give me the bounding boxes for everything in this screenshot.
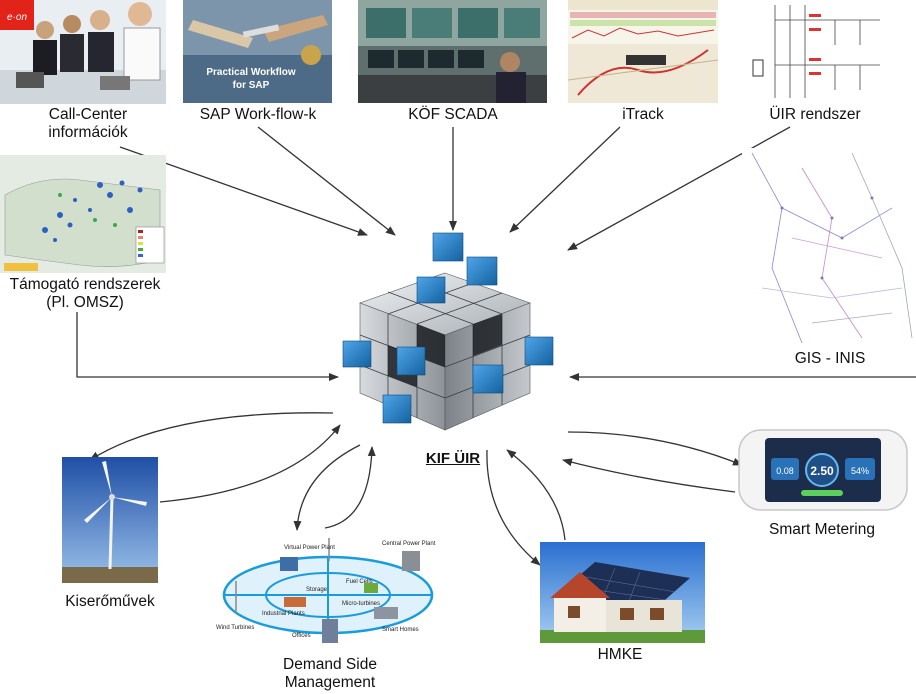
svg-text:Central Power Plant: Central Power Plant <box>382 541 436 547</box>
svg-text:Virtual Power Plant: Virtual Power Plant <box>284 545 335 551</box>
gis-network-map <box>742 148 916 348</box>
svg-text:Wind Turbines: Wind Turbines <box>216 625 254 631</box>
itrack-screenshot <box>568 0 718 103</box>
wind-turbine-photo <box>62 457 158 583</box>
dsm-label: Demand Side Management <box>250 656 410 692</box>
kiseromuvek-label: Kiserőművek <box>65 593 155 610</box>
call-center-line1: Call-Center <box>48 106 128 123</box>
arrow-to-smart <box>567 431 743 466</box>
arrow-to-dsm <box>293 444 361 531</box>
kif-uir-label: KIF ÜIR <box>425 450 481 467</box>
svg-text:Practical Workflow: Practical Workflow <box>206 67 296 78</box>
call-center-line2: információk <box>48 124 128 141</box>
gis-label: GIS - INIS <box>794 350 866 367</box>
call-center-label: Call-Center információk <box>0 106 176 142</box>
hmke-label: HMKE <box>597 646 643 663</box>
arrow-from-dsm <box>324 446 376 529</box>
itrack-label: iTrack <box>622 106 664 123</box>
svg-text:Smart Homes: Smart Homes <box>382 627 419 633</box>
tamogato-line2: (Pl. OMSZ) <box>46 294 124 311</box>
dsm-line1: Demand Side <box>283 656 377 673</box>
uir-schematic <box>745 0 885 103</box>
svg-text:0.08: 0.08 <box>776 466 794 476</box>
sap-book-photo: Practical Workflow for SAP <box>183 0 332 103</box>
dsm-diagram: Virtual Power Plant Central Power Plant … <box>214 533 442 650</box>
svg-text:54%: 54% <box>851 466 869 476</box>
svg-text:Micro-turbines: Micro-turbines <box>342 601 380 607</box>
tamogato-line1: Támogató rendszerek <box>9 276 161 293</box>
tamogato-label: Támogató rendszerek (Pl. OMSZ) <box>0 276 170 312</box>
smart-meter-device: 0.08 2.50 54% <box>737 428 909 512</box>
arrow-uir <box>567 126 791 251</box>
svg-text:Fuel Cells: Fuel Cells <box>346 579 373 585</box>
arrow-from-smart <box>562 458 736 493</box>
call-center-photo: e·on <box>0 0 166 104</box>
kof-scada-label: KÖF SCADA <box>408 106 498 123</box>
svg-text:e·on: e·on <box>7 12 27 23</box>
arrow-to-hmke <box>486 449 541 566</box>
arrow-itrack <box>509 126 621 233</box>
scada-room-photo <box>358 0 547 103</box>
solar-house-photo <box>540 542 705 643</box>
arrow-tamogato <box>76 312 339 381</box>
svg-text:Offices: Offices <box>292 633 311 639</box>
uir-label: ÜIR rendszer <box>769 106 861 123</box>
arrow-sap <box>257 126 396 236</box>
dsm-line2: Management <box>284 674 376 691</box>
svg-text:Storage: Storage <box>306 587 328 593</box>
arrow-from-wind <box>159 424 341 503</box>
arrow-to-wind <box>89 412 334 461</box>
svg-text:2.50: 2.50 <box>810 464 834 478</box>
kif-uir-cube <box>342 232 554 431</box>
svg-text:Industrial Plants: Industrial Plants <box>262 611 305 617</box>
svg-text:for SAP: for SAP <box>233 80 270 91</box>
omsz-weather-map <box>0 155 166 273</box>
sap-label: SAP Work-flow-k <box>199 106 317 123</box>
smart-metering-label: Smart Metering <box>769 521 875 538</box>
arrow-from-hmke <box>506 449 566 541</box>
